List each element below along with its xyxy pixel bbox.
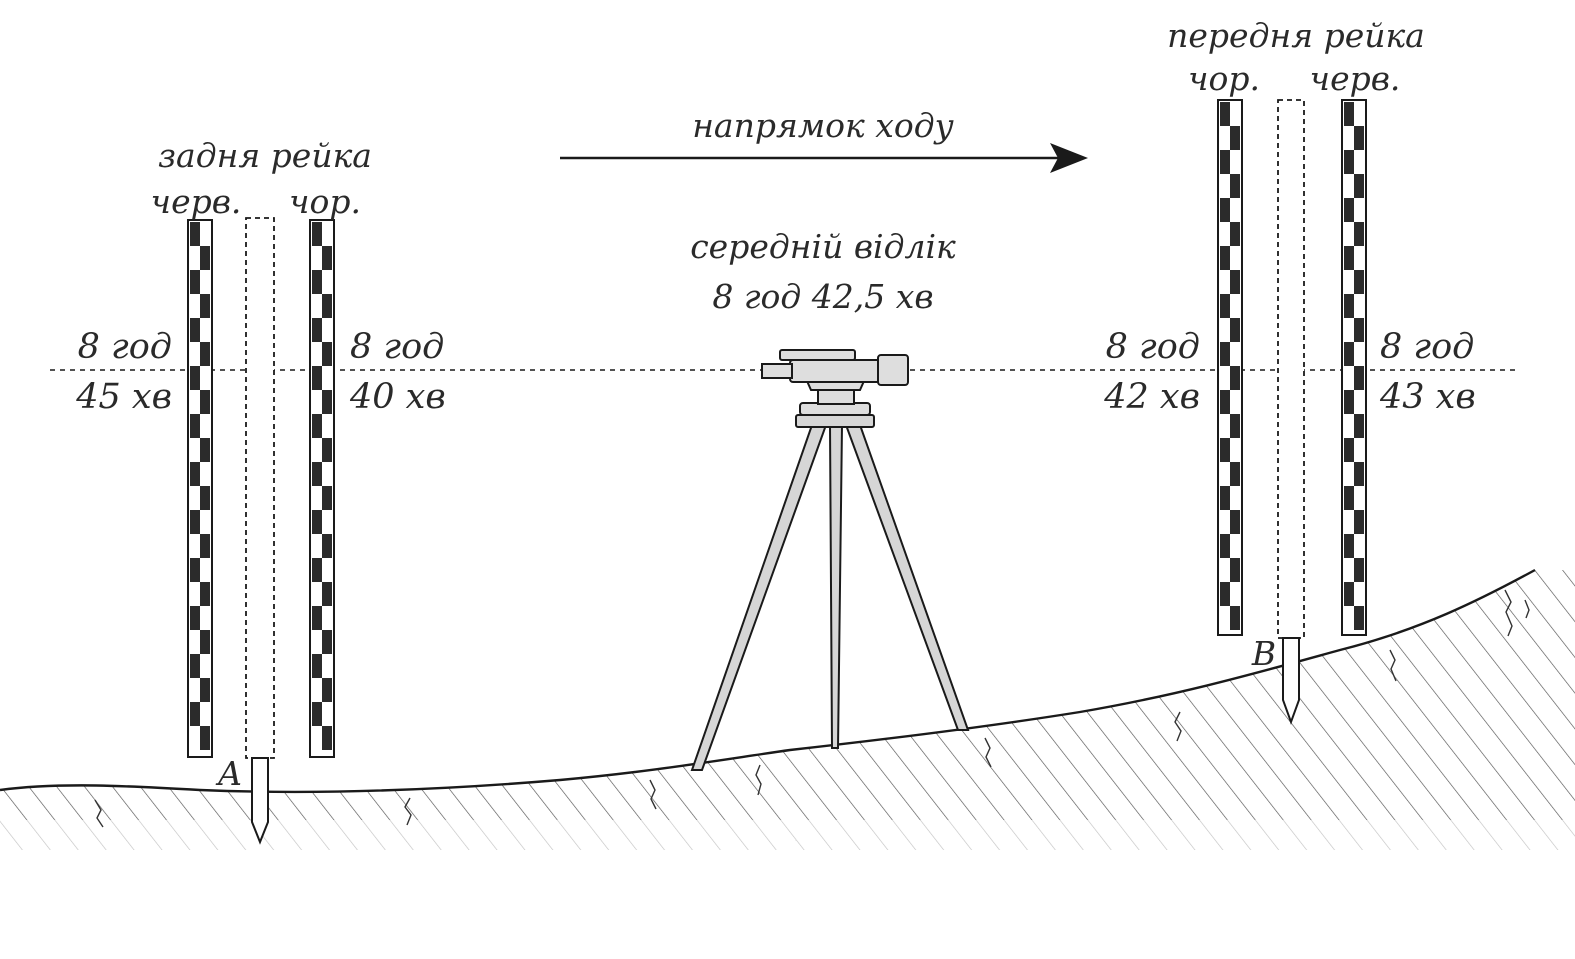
tripod	[690, 414, 970, 771]
middle-reading-title: середній відлік	[690, 227, 956, 266]
front-black-reading-minutes: 42 хв	[1103, 377, 1200, 417]
labels: напрямок ходу середній відлік 8 год 42,5…	[75, 16, 1476, 793]
middle-reading-value: 8 год 42,5 хв	[712, 277, 933, 316]
level-instrument	[690, 349, 970, 771]
front-red-reading-minutes: 43 хв	[1379, 377, 1476, 417]
staff-border	[1341, 99, 1367, 636]
back-staff-title: задня рейка	[158, 136, 372, 175]
front-staff-title: передня рейка	[1167, 16, 1425, 55]
level-body	[761, 349, 909, 416]
back-peg	[245, 217, 275, 845]
back-black-reading-hours: 8 год	[350, 327, 444, 367]
back-red-reading-hours: 8 год	[78, 327, 172, 367]
back-red-reading-minutes: 45 хв	[75, 377, 172, 417]
direction-arrow	[560, 143, 1088, 173]
front-staff-red-side: черв.	[1310, 59, 1401, 98]
soil-cracks	[94, 589, 1530, 828]
back-staff-black-side: чор.	[289, 182, 361, 221]
front-staff-black-side: чор.	[1188, 59, 1260, 98]
staff-graduations	[1220, 102, 1240, 630]
back-staff-group	[187, 217, 335, 845]
ground-fade	[0, 820, 1575, 860]
point-b-label: B	[1251, 634, 1276, 673]
back-staff-red-side: черв.	[151, 182, 242, 221]
front-peg	[1277, 99, 1305, 725]
back-black-reading-minutes: 40 хв	[349, 377, 446, 417]
front-staff-group	[1217, 99, 1367, 725]
staff-border	[1217, 99, 1243, 636]
ground	[0, 568, 1575, 860]
direction-label: напрямок ходу	[692, 106, 954, 145]
ground-surface-line	[0, 568, 1536, 794]
ground-hatching	[0, 570, 1575, 850]
front-red-reading-hours: 8 год	[1380, 327, 1474, 367]
staff-graduations	[312, 222, 332, 750]
staff-graduations	[190, 222, 210, 750]
front-black-reading-hours: 8 год	[1106, 327, 1200, 367]
staff-graduations	[1344, 102, 1364, 630]
staff-border	[187, 219, 213, 758]
staff-border	[309, 219, 335, 758]
point-a-label: A	[215, 754, 242, 793]
